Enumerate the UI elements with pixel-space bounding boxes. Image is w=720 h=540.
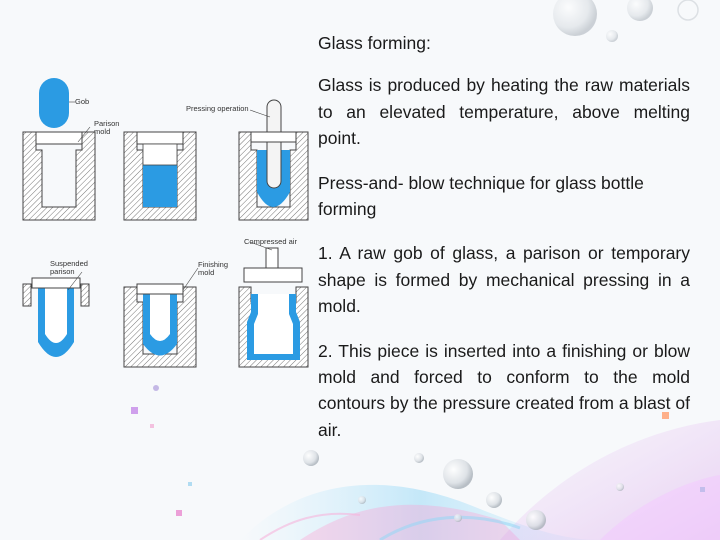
label-compressed-air: Compressed air: [244, 237, 297, 246]
label-parison-mold: Parison mold: [94, 119, 120, 136]
stage-blowing: [238, 247, 309, 368]
mold-neck-ring-1: [35, 131, 83, 145]
label-gob: Gob: [75, 97, 90, 106]
leader-lines: [67, 101, 273, 291]
parison-mold-shape-1: [22, 131, 96, 221]
stage-pressing: [238, 99, 309, 221]
press-and-blow-diagram: Gob Parison mold Pressing operation Comp…: [18, 72, 310, 372]
confetti-squares: [131, 385, 705, 516]
gob-shape: [39, 78, 69, 128]
paragraph-step-1: 1. A raw gob of glass, a parison or temp…: [318, 243, 690, 317]
corner-bubbles: [553, 0, 699, 42]
paragraph-step-2: 2. This piece is inserted into a finishi…: [318, 340, 690, 440]
stage-gob-drop: [22, 78, 96, 221]
stage-suspended-parison: [22, 277, 90, 357]
label-pressing-operation: Pressing operation: [186, 104, 249, 113]
plunger-shape: [266, 99, 282, 189]
mold-neck-ring-2: [136, 131, 184, 145]
stage-finishing-mold: [123, 283, 197, 368]
bottom-swooshes: [240, 420, 720, 540]
air-nozzle: [265, 247, 279, 269]
stage-glass-in-mold: [123, 131, 197, 221]
label-finishing-mold: Finishing mold: [198, 260, 229, 277]
paragraph-glass-production: Glass is produced by heating the raw mat…: [318, 75, 690, 149]
label-suspended-parison: Suspended parison: [50, 259, 88, 276]
slide-title: Glass forming:: [318, 33, 431, 53]
bottom-bubbles: [303, 450, 624, 530]
paragraph-press-and-blow: Press-and- blow technique for glass bott…: [318, 172, 644, 220]
glass-charge: [143, 165, 177, 207]
diagram-drawing: [22, 78, 309, 368]
slide-text: Glass forming: Glass is produced by heat…: [318, 30, 690, 461]
